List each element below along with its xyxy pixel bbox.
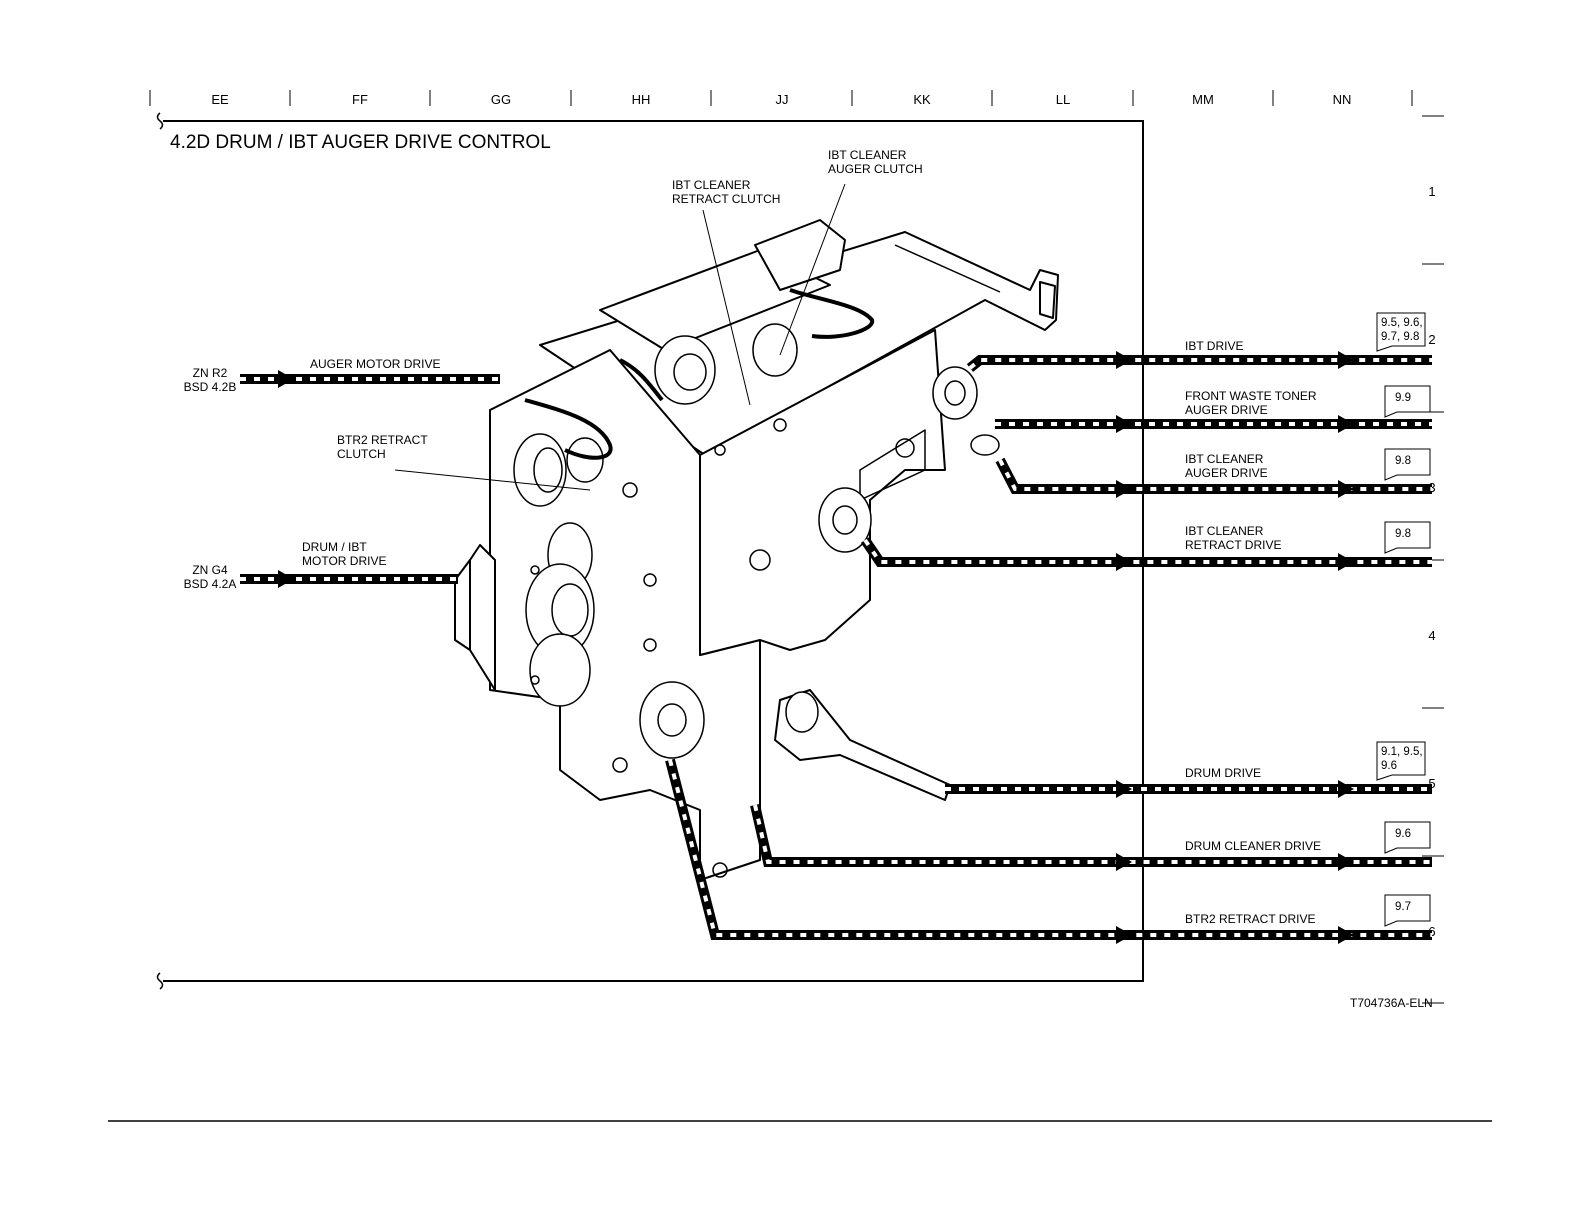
ref-text: 9.1, 9.5, (1381, 746, 1423, 758)
drum-cleaner-line-arrow (1338, 853, 1354, 871)
zone-row-label: 1 (1428, 184, 1435, 199)
drum-cleaner-line (750, 803, 1432, 867)
output-label: IBT CLEANER (1185, 524, 1264, 538)
input-source-bsd: BSD 4.2B (184, 380, 237, 394)
clutch-drawing (566, 366, 1000, 759)
ref-box-btr2-retract: 9.7 (1384, 894, 1431, 927)
ref-box-ibt-cleaner-retract: 9.8 (1384, 521, 1431, 554)
ibt-cleaner-auger-line-dash (998, 459, 1432, 491)
zone-col-label: JJ (776, 92, 789, 107)
output-label: DRUM CLEANER DRIVE (1185, 839, 1321, 853)
ibt-drive-line-dash (968, 358, 1432, 370)
ref-text: 9.5, 9.6, (1381, 317, 1423, 329)
drive-assembly-drawing (454, 219, 1059, 881)
output-ibt-cleaner-retract-drive: IBT CLEANER RETRACT DRIVE (1185, 524, 1281, 552)
drum-drive-line-arrow (1338, 780, 1354, 798)
ibt-cleaner-retract-line-arrow (1338, 553, 1354, 571)
drum-motor-drive-line-arrow (278, 570, 294, 588)
input-source-bsd: BSD 4.2A (184, 577, 237, 591)
ref-box-ibt-drive: 9.5, 9.6, 9.7, 9.8 (1376, 312, 1426, 352)
callout-text: IBT CLEANER (672, 178, 751, 192)
ibt-drive-line-arrow (1338, 351, 1354, 369)
input-auger-motor: ZN R2 BSD 4.2B AUGER MOTOR DRIVE (184, 357, 441, 394)
output-front-waste-toner-auger-drive: FRONT WASTE TONER AUGER DRIVE (1185, 389, 1317, 417)
input-drum-ibt-motor: ZN G4 BSD 4.2A DRUM / IBT MOTOR DRIVE (184, 540, 387, 591)
output-label: AUGER DRIVE (1185, 403, 1268, 417)
ref-box-front-waste: 9.9 (1384, 385, 1431, 418)
ref-text: 9.7 (1395, 901, 1411, 913)
ref-box-ibt-cleaner-auger: 9.8 (1384, 448, 1431, 481)
btr2-retract-line-arrow (1116, 926, 1132, 944)
zone-col-label: LL (1056, 92, 1070, 107)
callout-btr2-retract-clutch: BTR2 RETRACT CLUTCH (337, 433, 428, 461)
callout-ibt-cleaner-retract-clutch: IBT CLEANER RETRACT CLUTCH (672, 178, 780, 206)
ref-box-drum-cleaner: 9.6 (1384, 821, 1431, 854)
gear-stack (513, 323, 798, 707)
zone-col-label: MM (1192, 92, 1214, 107)
output-drum-drive: DRUM DRIVE (1185, 766, 1261, 780)
drawing-id: T704736A-ELN (1350, 996, 1433, 1010)
callout-text: IBT CLEANER (828, 148, 907, 162)
drive-lines (240, 351, 1432, 944)
zone-col-label: EE (211, 92, 229, 107)
zone-row-label: 4 (1428, 628, 1435, 643)
zone-row-label: 5 (1428, 776, 1435, 791)
zone-col-label: NN (1333, 92, 1352, 107)
output-label: FRONT WASTE TONER (1185, 389, 1317, 403)
callout-text: RETRACT CLUTCH (672, 192, 780, 206)
zone-col-label: HH (632, 92, 651, 107)
input-drive-label: DRUM / IBT (302, 540, 367, 554)
zone-column-header: EE FF GG HH JJ KK LL MM NN (149, 90, 1413, 107)
ibt-drive-line-arrow (1116, 351, 1132, 369)
drum-cleaner-line-arrow (1116, 853, 1132, 871)
output-label: BTR2 RETRACT DRIVE (1185, 912, 1315, 926)
output-label: IBT CLEANER (1185, 452, 1264, 466)
ref-text: 9.8 (1395, 528, 1411, 540)
output-label: DRUM DRIVE (1185, 766, 1261, 780)
page-title: 4.2D DRUM / IBT AUGER DRIVE CONTROL (170, 132, 551, 153)
ref-box-drum-drive: 9.1, 9.5, 9.6 (1376, 741, 1426, 781)
reference-boxes: 9.5, 9.6, 9.7, 9.8 9.9 9.8 9.8 9.1, 9.5,… (1376, 312, 1431, 927)
ref-text: 9.7, 9.8 (1381, 331, 1419, 343)
ibt-cleaner-retract-line-arrow (1116, 553, 1132, 571)
drum-cleaner-line-dash (753, 804, 1432, 864)
output-label: IBT DRIVE (1185, 339, 1243, 353)
output-ibt-cleaner-auger-drive: IBT CLEANER AUGER DRIVE (1185, 452, 1268, 480)
ibt-cleaner-retract-line-dash (863, 538, 1432, 564)
output-btr2-retract-drive: BTR2 RETRACT DRIVE (1185, 912, 1315, 926)
auger-motor-drive-line-arrow (278, 370, 294, 388)
zone-col-label: GG (491, 92, 511, 107)
input-source-zone: ZN G4 (192, 563, 228, 577)
callout-leaders (394, 183, 846, 491)
zone-col-label: FF (352, 92, 368, 107)
input-drive-label: MOTOR DRIVE (302, 554, 386, 568)
callout-text: AUGER CLUTCH (828, 162, 923, 176)
output-ibt-drive: IBT DRIVE (1185, 339, 1243, 353)
zone-row-label: 2 (1428, 332, 1435, 347)
ref-text: 9.9 (1395, 392, 1411, 404)
btr2-retract-line-dash (668, 759, 1432, 937)
front-waste-toner-line-arrow (1116, 415, 1132, 433)
fastener-holes (530, 418, 915, 878)
output-label: AUGER DRIVE (1185, 466, 1268, 480)
callout-text: BTR2 RETRACT (337, 433, 428, 447)
ibt-cleaner-auger-line-arrow (1338, 480, 1354, 498)
wire-harness (524, 288, 874, 460)
input-source-zone: ZN R2 (193, 366, 228, 380)
output-drum-cleaner-drive: DRUM CLEANER DRIVE (1185, 839, 1321, 853)
drum-drive-line-arrow (1116, 780, 1132, 798)
ref-text: 9.6 (1395, 828, 1411, 840)
btr2-retract-line-arrow (1338, 926, 1354, 944)
ref-text: 9.6 (1381, 760, 1397, 772)
zone-col-label: KK (913, 92, 931, 107)
input-drive-label: AUGER MOTOR DRIVE (310, 357, 440, 371)
diagram-frame (156, 112, 1144, 990)
front-waste-toner-line-arrow (1338, 415, 1354, 433)
ref-text: 9.8 (1395, 455, 1411, 467)
callout-text: CLUTCH (337, 447, 386, 461)
ibt-cleaner-auger-line-arrow (1116, 480, 1132, 498)
output-label: RETRACT DRIVE (1185, 538, 1281, 552)
callout-ibt-cleaner-auger-clutch: IBT CLEANER AUGER CLUTCH (828, 148, 923, 176)
